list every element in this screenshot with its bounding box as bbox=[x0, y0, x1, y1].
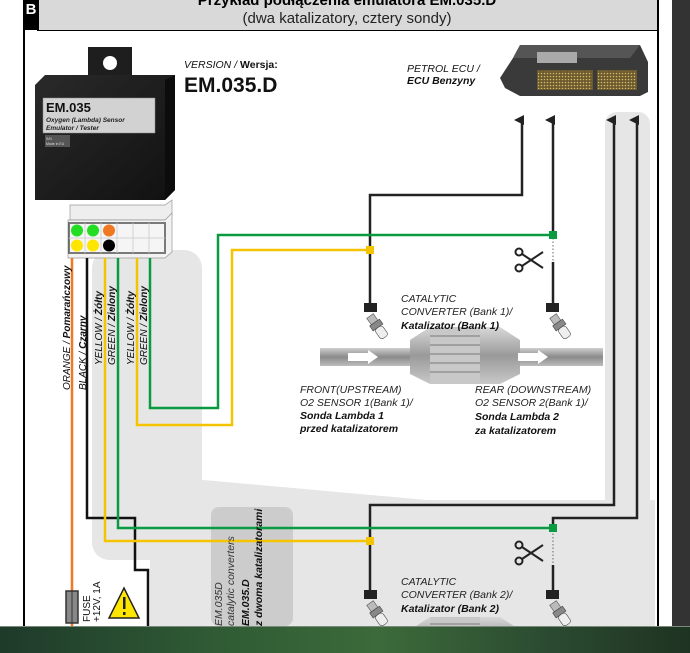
emulator-wires bbox=[70, 233, 553, 626]
rear-sensor-pl1: Sonda Lambda 2 bbox=[475, 411, 559, 423]
wire-label: YELLOW / Żółty bbox=[92, 291, 105, 365]
exhaust-bank1 bbox=[320, 327, 603, 384]
ecu-label-en: PETROL ECU / bbox=[407, 63, 481, 75]
fuse-label: FUSE bbox=[82, 595, 93, 622]
bank1-converter-pl: Katalizator (Bank 1) bbox=[401, 320, 500, 332]
scissors-icon bbox=[514, 540, 544, 566]
side-note-box bbox=[211, 507, 293, 626]
o2-sensor-icon bbox=[366, 313, 388, 340]
mounting-hole bbox=[103, 56, 117, 70]
side-note-line1: EM.035D bbox=[213, 582, 225, 626]
os-taskbar[interactable] bbox=[0, 626, 690, 653]
wire-yellow-bank2 bbox=[103, 258, 370, 543]
wire-yellow-bank1 bbox=[135, 248, 370, 427]
front-sensor-pl1: Sonda Lambda 1 bbox=[300, 410, 384, 422]
sensor-plug-rear-bank1 bbox=[546, 303, 559, 312]
front-sensor-en2: O2 SENSOR 1(Bank 1)/ bbox=[300, 397, 414, 409]
splice-green-bank2 bbox=[549, 524, 557, 532]
flow-arrow bbox=[518, 350, 548, 364]
ecu-signal-lines-bank2 bbox=[368, 115, 639, 592]
o2-sensor-icon bbox=[549, 313, 571, 340]
petrol-ecu bbox=[500, 45, 648, 96]
bank1-converter-en1: CATALYTIC bbox=[401, 293, 457, 305]
flow-arrow bbox=[348, 350, 378, 364]
side-note-line2: catalytic converters bbox=[225, 535, 237, 626]
fuse-rating: +12V, 1A bbox=[92, 581, 103, 622]
section-badge: B bbox=[23, 0, 39, 30]
page-border-right bbox=[657, 0, 659, 626]
splice-yellow-bank2 bbox=[366, 537, 374, 545]
o2-sensor-icon bbox=[549, 600, 571, 626]
wire-label: YELLOW / Żółty bbox=[124, 291, 137, 365]
connector-pin-black bbox=[103, 239, 115, 252]
diagram-title: Przykład podłączenia emulatora EM.035.D bbox=[197, 0, 497, 9]
diagram-subtitle: (dwa katalizatory, cztery sondy) bbox=[242, 10, 452, 27]
wire-black bbox=[85, 258, 150, 626]
header-band bbox=[37, 0, 657, 31]
exhaust-bank2 bbox=[416, 617, 514, 626]
connector-cell bbox=[148, 237, 166, 254]
bank2-converter-en2: CONVERTER (Bank 2)/ bbox=[401, 589, 513, 601]
panel-background-right bbox=[605, 112, 650, 562]
device-connector bbox=[67, 199, 173, 259]
ecu-signal-lines-bank1 bbox=[368, 115, 555, 305]
device-sn: S/N bbox=[46, 137, 52, 141]
wire-label: GREEN / Zielony bbox=[139, 286, 150, 365]
sensor-plug-front-bank2 bbox=[364, 590, 377, 599]
device-made: Made in EU bbox=[46, 142, 65, 146]
version-value: EM.035.D bbox=[184, 74, 277, 97]
rear-sensor-en1: REAR (DOWNSTREAM) bbox=[475, 384, 591, 396]
connector-pin-orange bbox=[103, 224, 115, 237]
warning-icon bbox=[107, 586, 141, 619]
connector-pin-yellow bbox=[71, 239, 83, 252]
bank1-converter-en2: CONVERTER (Bank 1)/ bbox=[401, 306, 513, 318]
connector-pin-green bbox=[87, 224, 99, 237]
emulator-device: EM.035 Oxygen (Lambda) Sensor Emulator /… bbox=[35, 47, 175, 200]
side-note-line4: z dwoma katalizatorami bbox=[253, 508, 265, 626]
o2-sensor-icon bbox=[366, 600, 388, 626]
front-sensor-en1: FRONT(UPSTREAM) bbox=[300, 384, 402, 396]
wire-label: ORANGE / Pomarańczowy bbox=[62, 265, 73, 390]
device-label-plate bbox=[42, 97, 156, 134]
ecu-label-pl: ECU Benzyny bbox=[407, 75, 476, 87]
device-desc-2: Emulator / Tester bbox=[46, 125, 99, 132]
bank2-converter-pl: Katalizator (Bank 2) bbox=[401, 603, 500, 615]
connector-pin-green bbox=[71, 224, 83, 237]
rear-sensor-pl2: za katalizatorem bbox=[474, 425, 556, 437]
viewer-scrollbar-gutter[interactable] bbox=[672, 0, 690, 626]
connector-pin-yellow bbox=[87, 239, 99, 252]
wire-green-bank2 bbox=[116, 258, 553, 530]
wire-label: GREEN / Zielony bbox=[107, 286, 118, 365]
wire-green-bank1 bbox=[148, 233, 553, 410]
front-sensor-pl2: przed katalizatorem bbox=[299, 423, 398, 435]
splice-yellow-bank1 bbox=[366, 246, 374, 254]
device-model: EM.035 bbox=[46, 100, 91, 115]
wiring-diagram: EM.035 Oxygen (Lambda) Sensor Emulator /… bbox=[35, 45, 655, 626]
rear-sensor-en2: O2 SENSOR 2(Bank 1)/ bbox=[475, 397, 589, 409]
version-label: VERSION / Wersja: bbox=[184, 59, 278, 71]
device-desc-1: Oxygen (Lambda) Sensor bbox=[46, 117, 125, 124]
sensor-plug-front-bank1 bbox=[364, 303, 377, 312]
splice-green-bank1 bbox=[549, 231, 557, 239]
sensor-plug-rear-bank2 bbox=[546, 590, 559, 599]
side-note-line3: EM.035.D bbox=[240, 579, 252, 626]
page-border-left bbox=[23, 30, 25, 626]
bank2-converter-en1: CATALYTIC bbox=[401, 576, 457, 588]
wire-label: BLACK / Czarny bbox=[78, 315, 89, 390]
scissors-icon bbox=[514, 247, 544, 273]
